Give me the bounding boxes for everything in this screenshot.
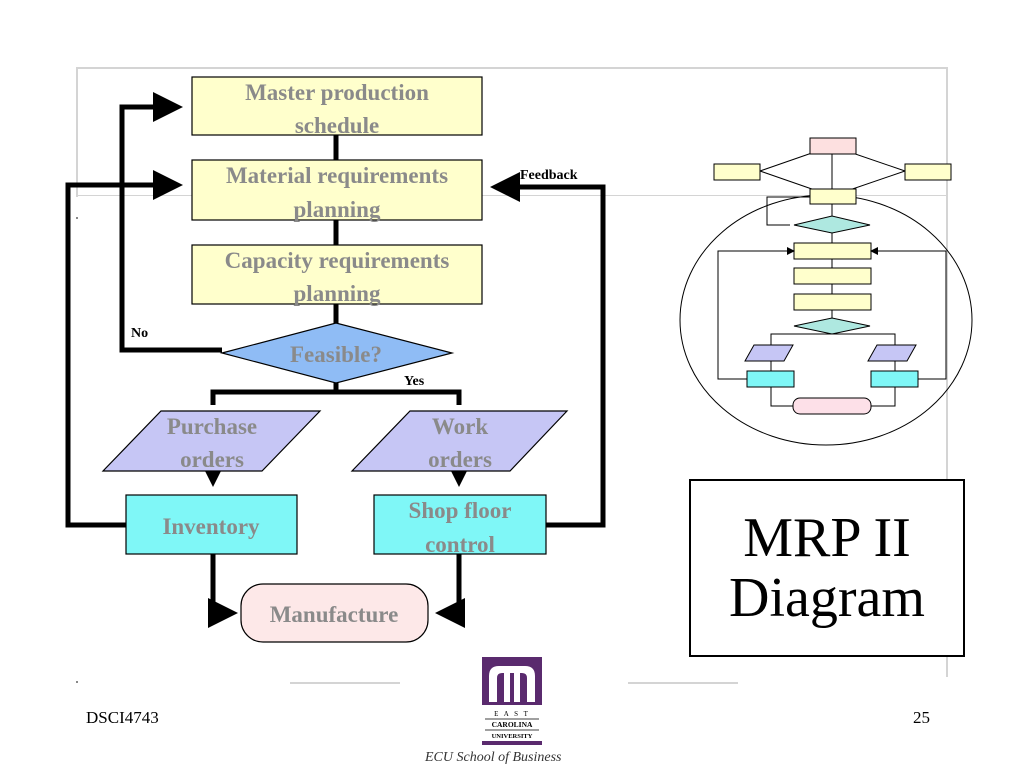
logo-carolina: CAROLINA (492, 720, 533, 729)
logo-east: E A S T (494, 710, 530, 718)
page-number: 25 (913, 708, 930, 727)
mrp-flow-diagram: Master production schedule Material requ… (65, 76, 973, 683)
overview-purchase (744, 344, 794, 362)
overview-shop (870, 370, 919, 388)
frame-bottom-line-right (628, 682, 738, 684)
overview-loop-left (766, 196, 810, 226)
crp-label-line1: Capacity requirements (225, 248, 450, 273)
title-line-1: MRP II (743, 507, 911, 569)
frame-bottom-line-left (290, 682, 400, 684)
no-label: No (131, 326, 148, 341)
work-orders-shape: Work orders (350, 410, 569, 472)
inventory-label: Inventory (162, 514, 260, 539)
overview-diamond-top (793, 215, 871, 234)
frame-left-line (76, 67, 78, 197)
crp-label-line2: planning (294, 281, 381, 306)
overview-right-box (904, 163, 952, 181)
connector-no-loop (119, 92, 222, 353)
connector-shop-manufacture (435, 554, 465, 628)
feasible-diamond: Feasible? (219, 322, 455, 384)
feedback-label: Feedback (520, 168, 578, 183)
work-label-line2: orders (428, 447, 492, 472)
mrp-label-line2: planning (294, 197, 381, 222)
work-label-line1: Work (432, 414, 488, 439)
overview-work (867, 344, 917, 362)
shop-label-line1: Shop floor (409, 498, 512, 523)
overview-feedback-right (870, 247, 947, 380)
connector-inventory-feedback (65, 170, 183, 528)
frame-tick-1 (76, 217, 78, 219)
frame-top-line (76, 67, 948, 69)
crp-box: Capacity requirements planning (191, 244, 483, 306)
mps-label-line2: schedule (295, 113, 379, 138)
mps-label-line1: Master production (245, 80, 429, 105)
overview-split (770, 333, 896, 345)
frame-tick-2 (76, 681, 78, 683)
feasible-label: Feasible? (290, 342, 382, 367)
logo-arches (489, 666, 535, 702)
purchase-orders-shape: Purchase orders (101, 410, 322, 472)
ecu-logo: E A S T CAROLINA UNIVERSITY (482, 657, 542, 745)
overview-thumbnail (679, 137, 973, 446)
school-name: ECU School of Business (425, 750, 562, 765)
manufacture-box: Manufacture (240, 583, 429, 643)
shop-label-line2: control (425, 532, 495, 557)
shop-floor-box: Shop floor control (373, 494, 547, 557)
logo-university: UNIVERSITY (492, 733, 533, 740)
overview-left-box (713, 163, 761, 181)
overview-top-box (809, 137, 857, 155)
overview-line-9 (871, 387, 896, 407)
course-code: DSCI4743 (86, 708, 159, 727)
connector-shop-feedback (490, 172, 606, 528)
overview-diamond-feasible (793, 317, 871, 335)
manufacture-label: Manufacture (270, 602, 399, 627)
connector-yes-split (210, 389, 462, 405)
purchase-label-line1: Purchase (167, 414, 257, 439)
title-box: MRP II Diagram (689, 479, 965, 657)
mrp-label-line1: Material requirements (226, 163, 448, 188)
mrp-box: Material requirements planning (191, 159, 483, 222)
title-line-2: Diagram (729, 567, 925, 629)
overview-manufacture (792, 397, 872, 415)
overview-mrp-box (793, 242, 872, 260)
overview-feedback-left (717, 247, 795, 380)
connector-inventory-manufacture (208, 554, 238, 628)
overview-mps-box (809, 188, 857, 205)
purchase-label-line2: orders (180, 447, 244, 472)
overview-box-3 (793, 293, 872, 311)
frame-right-line (946, 67, 948, 677)
mps-box: Master production schedule (191, 76, 483, 138)
overview-line-8 (770, 387, 793, 407)
yes-label: Yes (404, 374, 425, 389)
inventory-box: Inventory (125, 494, 298, 555)
overview-crp-box (793, 267, 872, 285)
overview-inventory (746, 370, 795, 388)
logo-bar (482, 741, 542, 745)
